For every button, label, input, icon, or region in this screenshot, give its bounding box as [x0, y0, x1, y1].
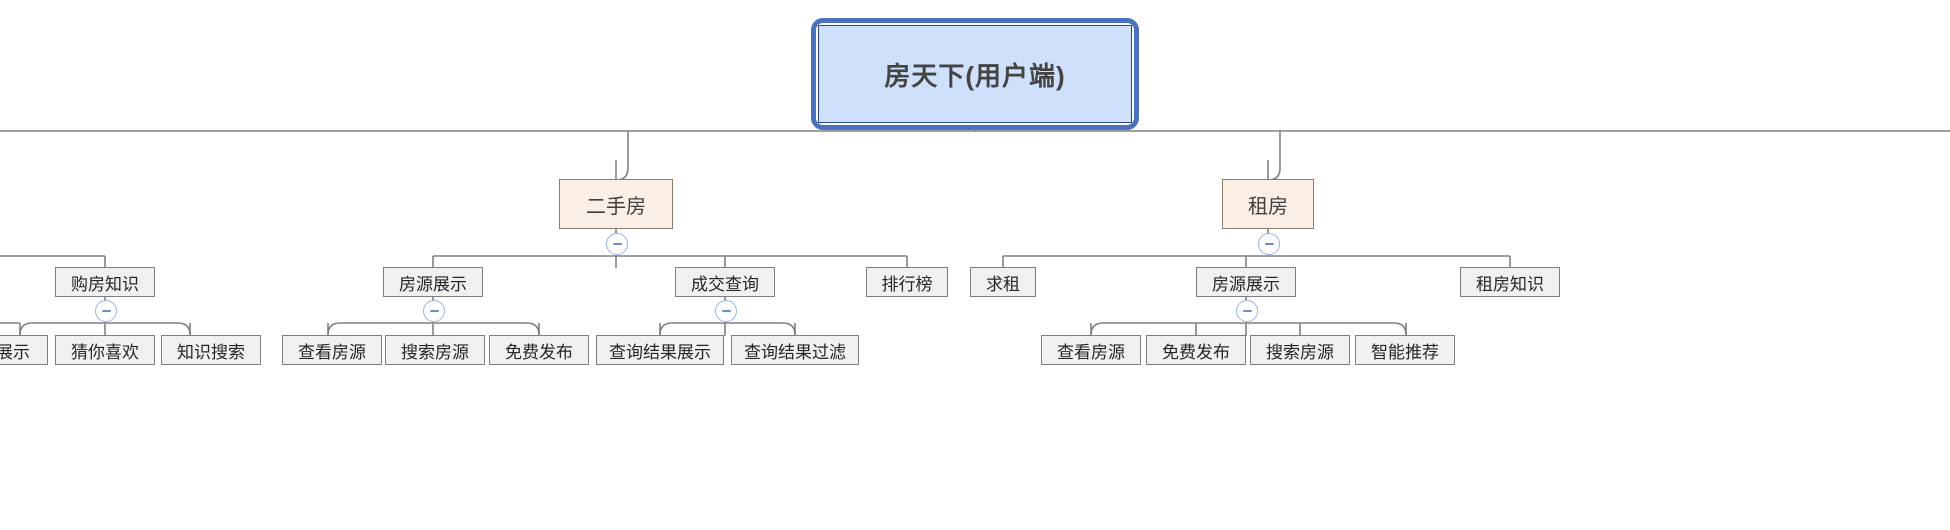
minus-icon: [1264, 243, 1274, 245]
node-chakanfangyuan-2[interactable]: 查看房源: [1041, 335, 1141, 365]
node-fangyuanzhanshi-2[interactable]: 房源展示: [1196, 267, 1296, 297]
collapse-toggle-zufang[interactable]: [1258, 233, 1280, 255]
node-zhinengtuijian[interactable]: 智能推荐: [1355, 335, 1455, 365]
node-mianfeifabu-2[interactable]: 免费发布: [1146, 335, 1246, 365]
minus-icon: [1242, 310, 1252, 312]
node-root[interactable]: 房天下(用户端): [818, 25, 1132, 123]
node-sousuofangyuan-1[interactable]: 搜索房源: [385, 335, 485, 365]
node-goufangzhishi[interactable]: 购房知识: [55, 267, 155, 297]
collapse-toggle-chengjiaochaxun[interactable]: [715, 300, 737, 322]
node-chaxunjieguoguolv[interactable]: 查询结果过滤: [731, 335, 859, 365]
node-cainixihuan[interactable]: 猜你喜欢: [55, 335, 155, 365]
node-zufangzhishi[interactable]: 租房知识: [1460, 267, 1560, 297]
node-ershoufang[interactable]: 二手房: [559, 179, 673, 229]
collapse-toggle-fangyuanzhanshi-2[interactable]: [1236, 300, 1258, 322]
node-paihangbang[interactable]: 排行榜: [866, 267, 948, 297]
node-chakanfangyuan-1[interactable]: 查看房源: [282, 335, 382, 365]
collapse-toggle-fangyuanzhanshi-1[interactable]: [423, 300, 445, 322]
collapse-toggle-goufangzhishi[interactable]: [95, 300, 117, 322]
minus-icon: [612, 243, 622, 245]
minus-icon: [429, 310, 439, 312]
node-zufang[interactable]: 租房: [1222, 179, 1314, 229]
node-zhishisousuo[interactable]: 知识搜索: [161, 335, 261, 365]
node-sousuofangyuan-2[interactable]: 搜索房源: [1250, 335, 1350, 365]
node-fangyuanzhanshi-1[interactable]: 房源展示: [383, 267, 483, 297]
node-chaxunjieguozhanshi[interactable]: 查询结果展示: [596, 335, 724, 365]
node-chengjiaochaxun[interactable]: 成交查询: [675, 267, 775, 297]
minus-icon: [101, 310, 111, 312]
node-qiuzu[interactable]: 求租: [970, 267, 1036, 297]
minus-icon: [721, 310, 731, 312]
node-mianfeifabu-1[interactable]: 免费发布: [489, 335, 589, 365]
node-zhanshi[interactable]: 展示: [0, 335, 48, 365]
collapse-toggle-ershoufang[interactable]: [606, 233, 628, 255]
